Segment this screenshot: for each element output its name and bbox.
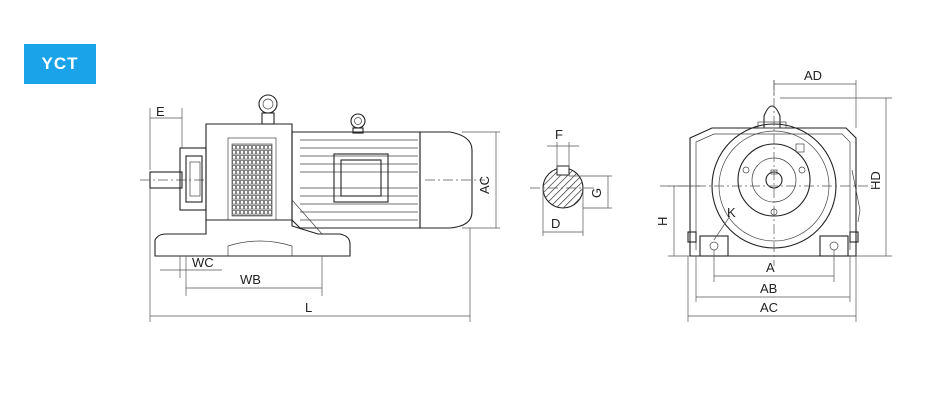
dim-label-g: G [589,188,604,198]
dim-label-wc: WC [192,255,214,270]
mount-lug-right [849,231,859,243]
motor-housing [291,131,421,229]
dim-label-ad: AD [804,68,822,83]
dim-label-h: H [655,217,670,226]
keyway [556,165,570,176]
model-badge: YCT [24,44,96,84]
side-view-dimensions: E AC WC WB L [149,104,500,322]
dim-label-k: K [727,205,736,220]
lifting-eye-1 [258,94,278,114]
fan-cover [419,131,473,229]
end-view [660,80,875,266]
dim-label-f: F [555,127,563,142]
dim-label-e: E [156,104,165,119]
dim-label-a: A [766,260,775,275]
dim-label-hd: HD [868,171,883,190]
lifting-eye-2 [350,113,366,129]
end-view-dimensions: AD HD H K A AB AC [655,68,892,322]
shaft-section: F G D [530,127,612,236]
base-foot [154,219,351,257]
dim-label-wb: WB [240,272,261,287]
side-view [140,94,485,257]
mount-lug-left [687,231,697,243]
dim-label-l: L [305,300,312,315]
end-view-body [689,127,857,257]
vent-grille [231,143,273,217]
dim-label-d: D [551,216,560,231]
dim-label-ac-side: AC [477,176,492,194]
top-boss [763,105,781,129]
dim-label-ac-end: AC [760,300,778,315]
dim-label-ab: AB [760,281,777,296]
terminal-box [333,153,389,203]
